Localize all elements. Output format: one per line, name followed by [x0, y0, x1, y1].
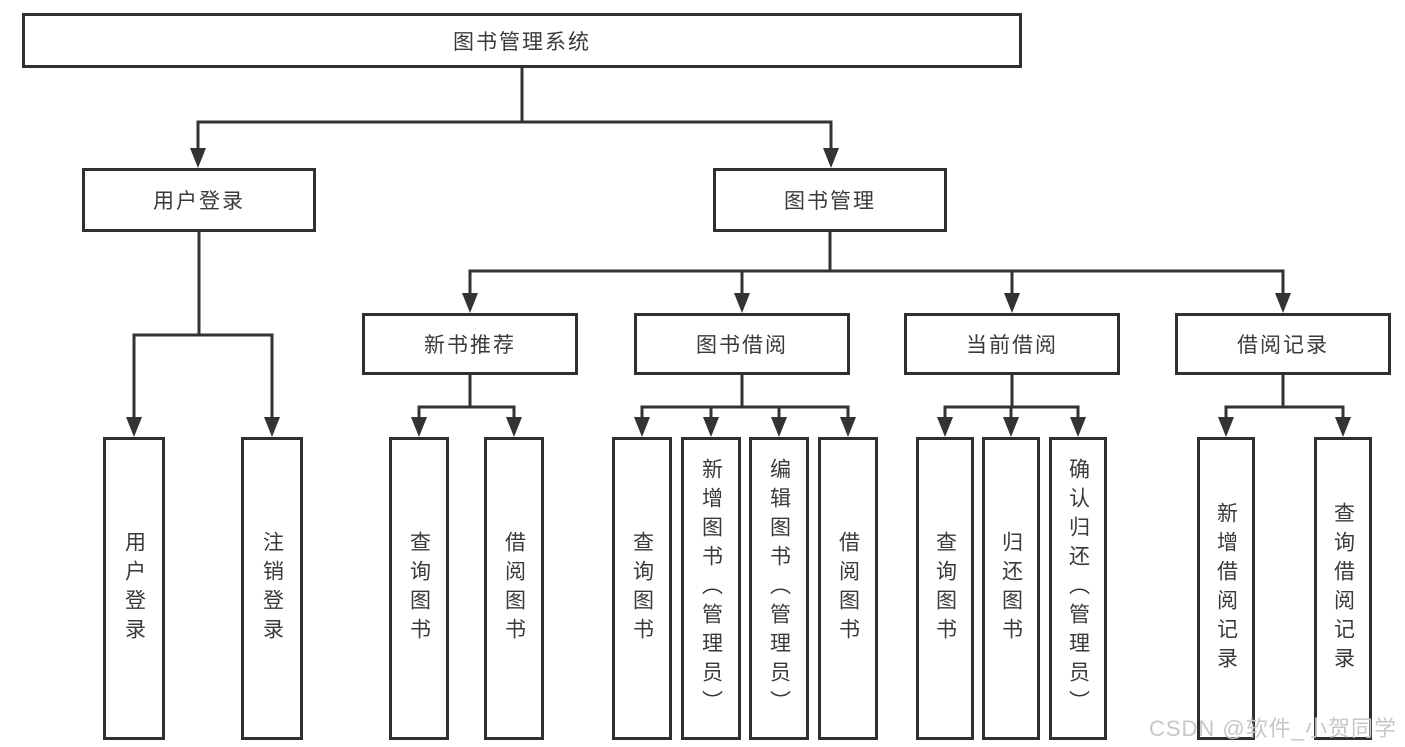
node-label: 查询图书: [933, 530, 957, 647]
node-label: 图书借阅: [696, 334, 788, 357]
node-label: 用户登录: [153, 190, 245, 213]
node-label: 借阅记录: [1237, 334, 1329, 357]
node-edit-books-admin: 编辑图书（管理员）: [749, 437, 809, 740]
node-label: 新增借阅记录: [1214, 501, 1238, 676]
node-label: 当前借阅: [966, 334, 1058, 357]
node-borrowing-records: 借阅记录: [1175, 313, 1391, 375]
node-query-books-current: 查询图书: [916, 437, 974, 740]
node-current-borrowing: 当前借阅: [904, 313, 1120, 375]
node-query-books-borrowing: 查询图书: [612, 437, 672, 740]
node-label: 图书管理: [784, 190, 876, 213]
node-label: 图书管理系统: [453, 30, 591, 54]
node-label: 查询图书: [630, 530, 654, 647]
node-label: 借阅图书: [502, 530, 526, 647]
node-return-books: 归还图书: [982, 437, 1040, 740]
node-new-book-recommendation: 新书推荐: [362, 313, 578, 375]
node-label: 新增图书（管理员）: [699, 458, 723, 719]
node-query-books-recommendation: 查询图书: [389, 437, 449, 740]
node-label: 查询借阅记录: [1331, 501, 1355, 676]
node-label: 借阅图书: [836, 530, 860, 647]
node-add-borrow-record: 新增借阅记录: [1197, 437, 1255, 740]
node-leaf-user-login: 用户登录: [103, 437, 165, 740]
node-label: 用户登录: [122, 530, 146, 647]
node-add-books-admin: 新增图书（管理员）: [681, 437, 741, 740]
node-query-borrow-record: 查询借阅记录: [1314, 437, 1372, 740]
node-leaf-logout: 注销登录: [241, 437, 303, 740]
node-label: 编辑图书（管理员）: [767, 458, 791, 719]
node-book-management: 图书管理: [713, 168, 947, 232]
node-label: 确认归还（管理员）: [1066, 458, 1090, 719]
node-library-management-system: 图书管理系统: [22, 13, 1022, 68]
node-label: 归还图书: [999, 530, 1023, 647]
node-book-borrowing: 图书借阅: [634, 313, 850, 375]
node-label: 注销登录: [260, 530, 284, 647]
node-label: 查询图书: [407, 530, 431, 647]
node-label: 新书推荐: [424, 334, 516, 357]
node-confirm-return-admin: 确认归还（管理员）: [1049, 437, 1107, 740]
node-user-login: 用户登录: [82, 168, 316, 232]
watermark: CSDN @软件_小贺同学: [1148, 716, 1397, 741]
node-borrow-books-borrowing: 借阅图书: [818, 437, 878, 740]
node-borrow-books-recommendation: 借阅图书: [484, 437, 544, 740]
